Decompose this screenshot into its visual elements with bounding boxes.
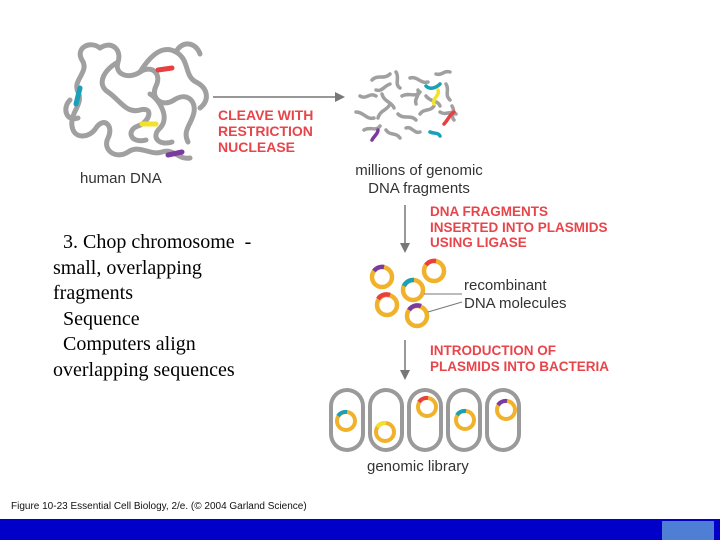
arrow-ligase bbox=[400, 205, 410, 253]
slide-text: 3. Chop chromosome - small, overlapping … bbox=[53, 230, 313, 383]
label-fragments-line-1: millions of genomic bbox=[355, 162, 483, 179]
label-cleave: CLEAVE WITH RESTRICTION NUCLEASE bbox=[218, 107, 313, 155]
label-human-dna: human DNA bbox=[80, 170, 162, 187]
arrow-cleave bbox=[213, 92, 345, 102]
bacterium-3 bbox=[407, 388, 443, 452]
label-introduction: INTRODUCTION OF PLASMIDS INTO BACTERIA bbox=[430, 343, 609, 375]
label-inserted: DNA FRAGMENTS INSERTED INTO PLASMIDS USI… bbox=[430, 204, 608, 251]
dna-fragments-drawing bbox=[354, 69, 458, 140]
text-line-6: overlapping sequences bbox=[53, 358, 235, 381]
text-line-5: Computers align bbox=[53, 333, 196, 355]
label-inserted-line-2: INSERTED INTO PLASMIDS bbox=[430, 219, 608, 235]
text-line-4: Sequence bbox=[53, 307, 140, 330]
dna-fragments-colored bbox=[370, 82, 456, 142]
bacteria-row bbox=[329, 388, 521, 452]
footer-bar-box bbox=[662, 521, 714, 540]
label-recombinant: recombinant DNA molecules bbox=[464, 277, 567, 313]
bacterium-1 bbox=[329, 388, 365, 452]
plasmid-inserts bbox=[372, 258, 437, 312]
label-inserted-line-1: DNA FRAGMENTS bbox=[430, 204, 548, 219]
human-dna-drawing bbox=[63, 41, 209, 161]
text-line-1: 3. Chop chromosome - bbox=[53, 231, 252, 253]
label-introduction-line-1: INTRODUCTION OF bbox=[430, 343, 556, 358]
label-introduction-line-2: PLASMIDS INTO BACTERIA bbox=[430, 359, 610, 374]
bacterium-5 bbox=[485, 388, 521, 452]
pointer-lines bbox=[424, 293, 463, 313]
label-cleave-line-3: NUCLEASE bbox=[218, 139, 296, 155]
label-recombinant-line-2: DNA molecules bbox=[464, 295, 567, 312]
figure-caption: Figure 10-23 Essential Cell Biology, 2/e… bbox=[11, 501, 307, 512]
bacterium-2 bbox=[368, 388, 404, 452]
dna-colored-segments bbox=[73, 65, 185, 158]
label-genomic-library: genomic library bbox=[367, 458, 469, 475]
bacterium-4 bbox=[446, 388, 482, 452]
text-line-2: small, overlapping bbox=[53, 256, 202, 279]
text-line-3: fragments bbox=[53, 282, 133, 304]
label-inserted-line-3: USING LIGASE bbox=[430, 235, 527, 250]
label-recombinant-line-1: recombinant bbox=[464, 277, 547, 294]
label-cleave-line-2: RESTRICTION bbox=[218, 123, 313, 139]
label-fragments-line-2: DNA fragments bbox=[368, 180, 470, 197]
label-cleave-line-1: CLEAVE WITH bbox=[218, 107, 314, 123]
label-fragments: millions of genomic DNA fragments bbox=[339, 162, 499, 198]
footer-bar bbox=[0, 519, 720, 540]
arrow-introduction bbox=[400, 340, 410, 380]
